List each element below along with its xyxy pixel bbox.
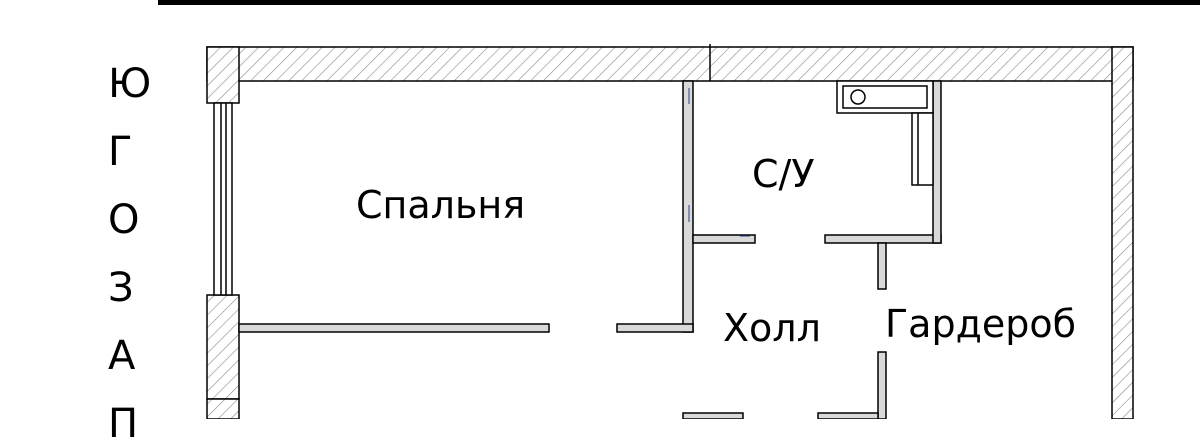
bath-cabinet: [911, 112, 934, 186]
side-letter-4: З: [108, 265, 134, 311]
room-label-bathroom: С/У: [752, 152, 815, 196]
bathtub: [836, 80, 934, 114]
side-letter-2: Г: [108, 129, 133, 175]
outer-walls: [206, 46, 1134, 419]
room-label-hall: Холл: [723, 306, 821, 350]
side-letter-6: П: [108, 401, 139, 447]
side-letter-1: Ю: [108, 61, 152, 107]
interior-walls: [238, 80, 942, 419]
top-rule: [158, 0, 1200, 5]
room-label-bedroom: Спальня: [356, 183, 526, 227]
side-letter-3: О: [108, 197, 140, 243]
window-left: [213, 102, 233, 296]
side-letter-5: А: [108, 333, 136, 379]
tick-marks: [688, 88, 750, 237]
room-label-wardrobe: Гардероб: [885, 302, 1077, 346]
floor-plan: [158, 0, 1200, 419]
